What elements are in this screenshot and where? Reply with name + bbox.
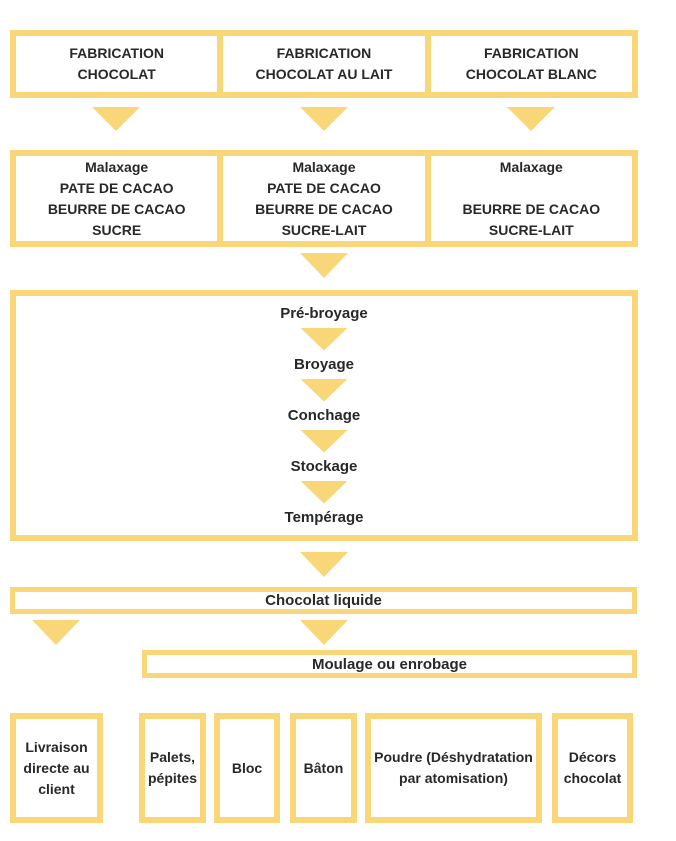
box-label: SUCRE-LAIT (281, 221, 367, 238)
process-step-temperage: Tempérage (284, 508, 364, 526)
malaxage-chocolat-au-lait-box: Malaxage PATE DE CACAO BEURRE DE CACAO S… (217, 156, 424, 241)
box-label: SUCRE (92, 221, 142, 238)
box-label: Bâton (303, 759, 344, 776)
livraison-directe-box: Livraison directe au client (10, 713, 103, 823)
arrow-down-icon (92, 107, 140, 131)
arrow-down-icon (32, 620, 80, 645)
arrow-down-icon (300, 378, 348, 402)
fabrication-chocolat-box: FABRICATION CHOCOLAT (16, 36, 217, 92)
arrow-down-icon (300, 429, 348, 453)
box-label: chocolat (563, 770, 622, 786)
chocolat-liquide-box: Chocolat liquide (10, 587, 637, 614)
box-label: Malaxage (292, 158, 356, 175)
box-label: CHOCOLAT AU LAIT (255, 66, 393, 82)
box-label: SUCRE-LAIT (488, 221, 574, 238)
palets-pepites-box: Palets, pépites (139, 713, 206, 823)
box-label: Malaxage (499, 158, 563, 175)
arrow-down-icon (300, 620, 348, 645)
box-label: BEURRE DE CACAO (462, 200, 601, 217)
arrow-down-icon (300, 253, 348, 278)
process-step-conchage: Conchage (287, 406, 361, 424)
process-step-pre-broyage: Pré-broyage (280, 304, 368, 322)
malaxage-chocolat-box: Malaxage PATE DE CACAO BEURRE DE CACAO S… (16, 156, 217, 241)
box-label: BEURRE DE CACAO (255, 200, 393, 217)
process-step-broyage: Broyage (293, 355, 355, 373)
box-label: Décors (568, 749, 617, 765)
box-label: CHOCOLAT BLANC (465, 66, 597, 82)
arrow-down-icon (300, 480, 348, 504)
box-label: directe au (23, 759, 90, 776)
box-label: Chocolat liquide (265, 592, 382, 609)
decors-chocolat-box: Décors chocolat (552, 713, 633, 823)
moulage-enrobage-box: Moulage ou enrobage (142, 650, 637, 678)
box-label: PATE DE CACAO (59, 179, 174, 196)
box-label: FABRICATION (69, 45, 164, 61)
fabrication-chocolat-blanc-box: FABRICATION CHOCOLAT BLANC (424, 36, 632, 92)
box-label: FABRICATION (276, 45, 372, 61)
box-label: Moulage ou enrobage (311, 655, 467, 673)
box-label: CHOCOLAT (77, 66, 156, 82)
fabrication-chocolat-au-lait-box: FABRICATION CHOCOLAT AU LAIT (217, 36, 424, 92)
arrow-down-icon (300, 327, 348, 351)
fabrication-row: FABRICATION CHOCOLAT FABRICATION CHOCOLA… (10, 30, 638, 98)
arrow-down-icon (300, 107, 348, 131)
poudre-atomisation-box: Poudre (Déshydratation par atomisation) (365, 713, 542, 823)
box-label: Malaxage (85, 158, 149, 175)
bloc-box: Bloc (214, 713, 280, 823)
box-label: Poudre (Déshydratation (374, 749, 533, 765)
arrow-down-icon (507, 107, 555, 131)
arrow-down-icon (300, 552, 348, 577)
box-label: Bloc (231, 759, 263, 776)
box-label: FABRICATION (484, 45, 579, 61)
box-label: Livraison (25, 738, 88, 755)
box-label: PATE DE CACAO (267, 179, 381, 196)
malaxage-chocolat-blanc-box: Malaxage BEURRE DE CACAO SUCRE-LAIT (424, 156, 632, 241)
process-step-stockage: Stockage (290, 457, 358, 475)
malaxage-row: Malaxage PATE DE CACAO BEURRE DE CACAO S… (10, 150, 638, 247)
box-label: client (38, 780, 75, 797)
box-label: par atomisation) (399, 770, 508, 786)
process-box: Pré-broyage Broyage Conchage Stockage Te… (10, 290, 638, 541)
box-label: BEURRE DE CACAO (47, 200, 186, 217)
box-label: pépites (147, 770, 197, 786)
baton-box: Bâton (290, 713, 357, 823)
box-label: Palets, (149, 749, 196, 765)
